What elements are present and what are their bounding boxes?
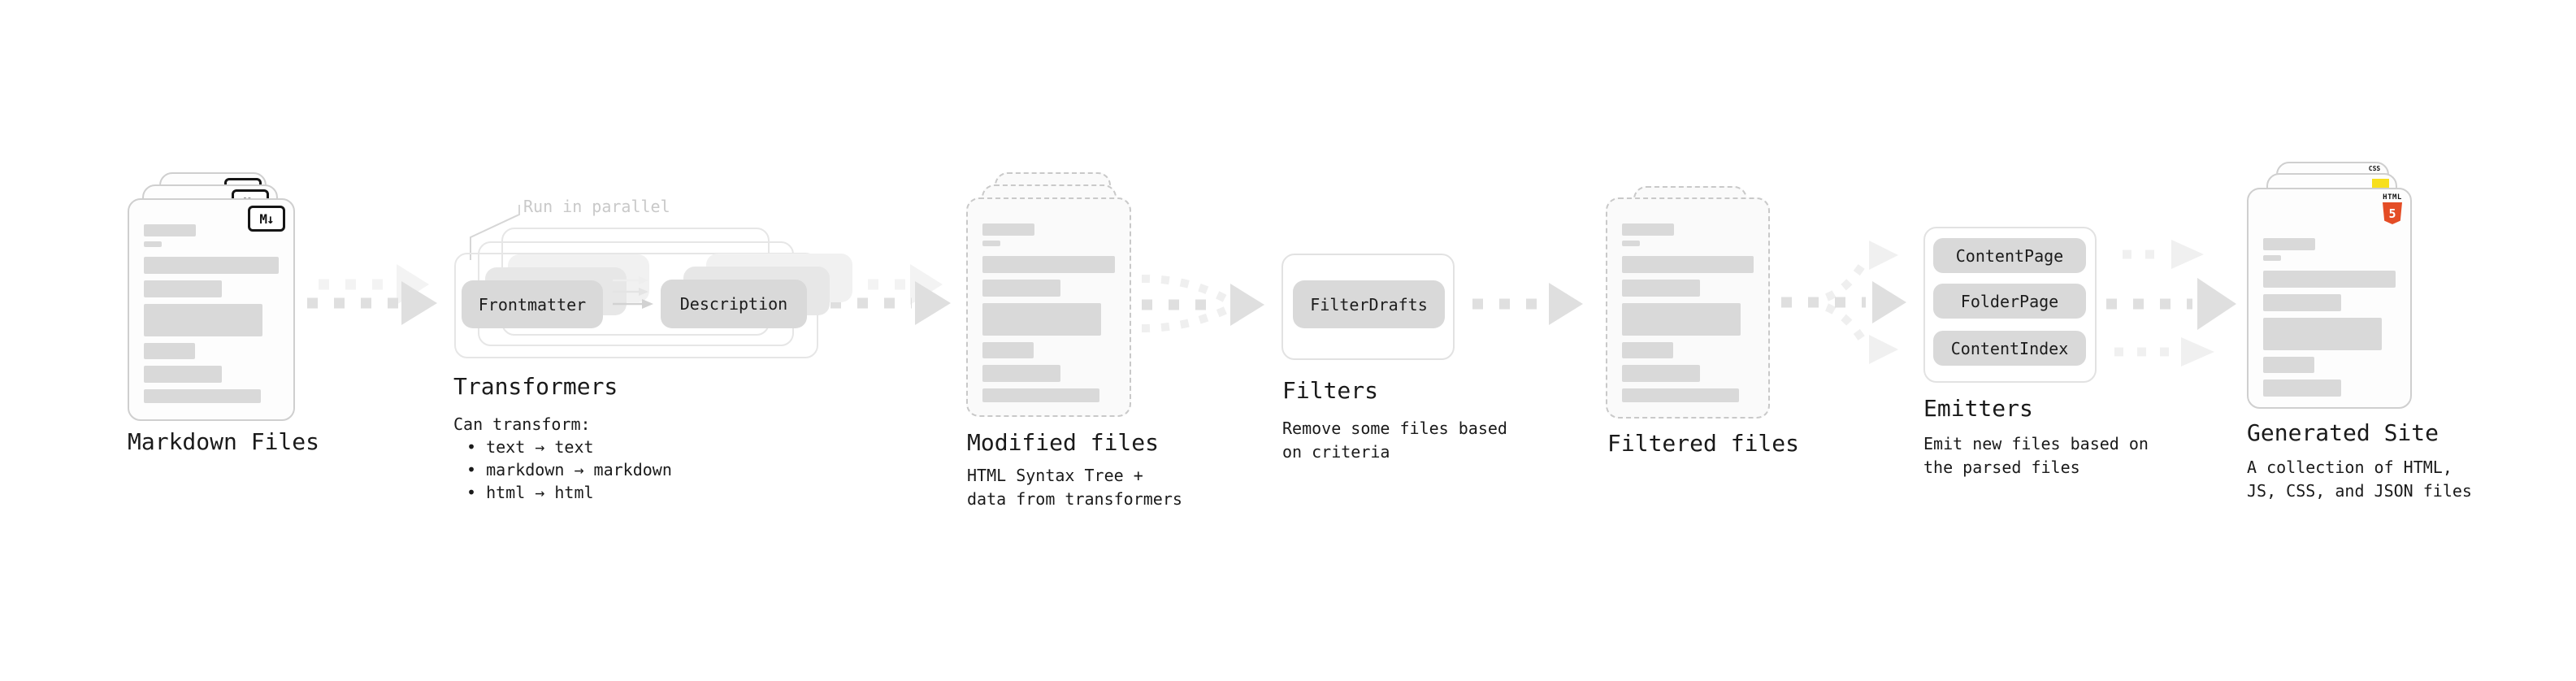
stage-modified-files: Modified files HTML Syntax Tree + data f…: [965, 159, 1182, 517]
html5-icon-label: HTML: [2383, 193, 2402, 202]
stage-generated-site: CSS HTML 5 Generated Site A co: [2245, 159, 2472, 517]
caption-heading: Can transform:: [453, 414, 591, 434]
stage-title: Modified files: [967, 429, 1160, 456]
stage-caption: Can transform: text → text markdown → ma…: [453, 413, 672, 504]
text-line-placeholder: [144, 389, 261, 403]
transformer-node-description: Description: [661, 280, 807, 328]
text-line-placeholder: [982, 223, 1034, 236]
transformer-node-frontmatter: Frontmatter: [462, 280, 603, 328]
text-line-placeholder: [982, 342, 1034, 358]
text-line-placeholder: [982, 256, 1115, 273]
text-line-placeholder: [144, 257, 279, 274]
file-card-front: HTML 5: [2247, 188, 2412, 409]
caption-line: on criteria: [1282, 442, 1390, 462]
caption-line: A collection of HTML,: [2247, 458, 2452, 477]
emitter-node-contentindex: ContentIndex: [1933, 331, 2086, 366]
caption-line: Remove some files based: [1282, 419, 1507, 438]
text-line-placeholder: [2263, 255, 2281, 261]
text-line-placeholder: [1622, 303, 1741, 336]
note-connector-line: [470, 205, 520, 260]
file-card-front: [966, 197, 1131, 417]
js-icon: [2372, 179, 2389, 188]
css-icon-label: CSS: [2368, 165, 2381, 172]
text-line-placeholder: [2263, 357, 2314, 373]
caption-bullet: markdown → markdown: [453, 458, 672, 481]
text-line-placeholder: [2263, 318, 2382, 350]
file-content-placeholder: [1622, 223, 1754, 402]
html5-icon-shield: 5: [2383, 202, 2402, 224]
stage-transformers: Run in parallel Frontmatter Description …: [452, 193, 852, 518]
stage-title: Emitters: [1923, 395, 2033, 422]
run-in-parallel-note: Run in parallel: [523, 197, 670, 216]
stage-filters: FilterDrafts Filters Remove some files b…: [1280, 252, 1507, 471]
file-content-placeholder: [982, 223, 1115, 402]
text-line-placeholder: [2263, 294, 2341, 311]
text-line-placeholder: [2263, 271, 2396, 288]
text-line-placeholder: [982, 241, 1000, 246]
text-line-placeholder: [2263, 238, 2315, 250]
text-line-placeholder: [1622, 365, 1700, 382]
transform-flow-arrows: [613, 276, 653, 309]
text-line-placeholder: [1622, 280, 1700, 297]
stage-title: Filtered files: [1607, 430, 1800, 457]
text-line-placeholder: [982, 388, 1099, 402]
file-content-placeholder: [2263, 238, 2396, 397]
arrow-markdown-to-transformers: [307, 264, 437, 325]
file-card-front: [1606, 197, 1770, 419]
caption-line: the parsed files: [1923, 458, 2080, 477]
stage-title: Markdown Files: [128, 428, 320, 455]
text-line-placeholder: [2263, 380, 2341, 397]
caption-line: JS, CSS, and JSON files: [2247, 481, 2472, 501]
text-line-placeholder: [144, 224, 196, 236]
html5-icon: HTML 5: [2382, 193, 2403, 224]
text-line-placeholder: [982, 280, 1060, 297]
stage-markdown-files: M↓ M↓ M↓ Markdown Files: [126, 161, 325, 486]
text-line-placeholder: [144, 304, 262, 336]
caption-bullet: html → html: [453, 481, 672, 504]
emitter-node-folderpage: FolderPage: [1933, 284, 2086, 319]
text-line-placeholder: [144, 280, 222, 297]
text-line-placeholder: [982, 303, 1101, 336]
stage-title: Transformers: [453, 373, 618, 400]
stage-emitters: ContentPage FolderPage ContentIndex Emit…: [1922, 225, 2149, 485]
text-line-placeholder: [144, 343, 195, 359]
emitter-node-contentpage: ContentPage: [1933, 238, 2086, 273]
text-line-placeholder: [982, 365, 1060, 382]
file-card-front: M↓: [128, 198, 295, 421]
file-content-placeholder: [144, 224, 279, 403]
text-line-placeholder: [1622, 223, 1674, 236]
markdown-icon: M↓: [248, 206, 285, 232]
stage-title: Filters: [1282, 377, 1379, 404]
caption-line: Emit new files based on: [1923, 434, 2149, 453]
stage-title: Generated Site: [2247, 419, 2439, 446]
stage-caption: A collection of HTML, JS, CSS, and JSON …: [2247, 456, 2472, 503]
text-line-placeholder: [144, 366, 222, 383]
caption-line: HTML Syntax Tree +: [967, 466, 1143, 485]
caption-line: data from transformers: [967, 489, 1182, 509]
caption-bullet: text → text: [453, 436, 672, 458]
stage-caption: Remove some files based on criteria: [1282, 417, 1507, 464]
text-line-placeholder: [1622, 241, 1640, 246]
filter-node-filterdrafts: FilterDrafts: [1293, 280, 1445, 328]
stage-filtered-files: Filtered files: [1604, 159, 1803, 484]
text-line-placeholder: [1622, 388, 1739, 402]
text-line-placeholder: [144, 241, 162, 247]
stage-caption: Emit new files based on the parsed files: [1923, 432, 2149, 479]
stage-caption: HTML Syntax Tree + data from transformer…: [967, 464, 1182, 511]
text-line-placeholder: [1622, 342, 1673, 358]
text-line-placeholder: [1622, 256, 1754, 273]
